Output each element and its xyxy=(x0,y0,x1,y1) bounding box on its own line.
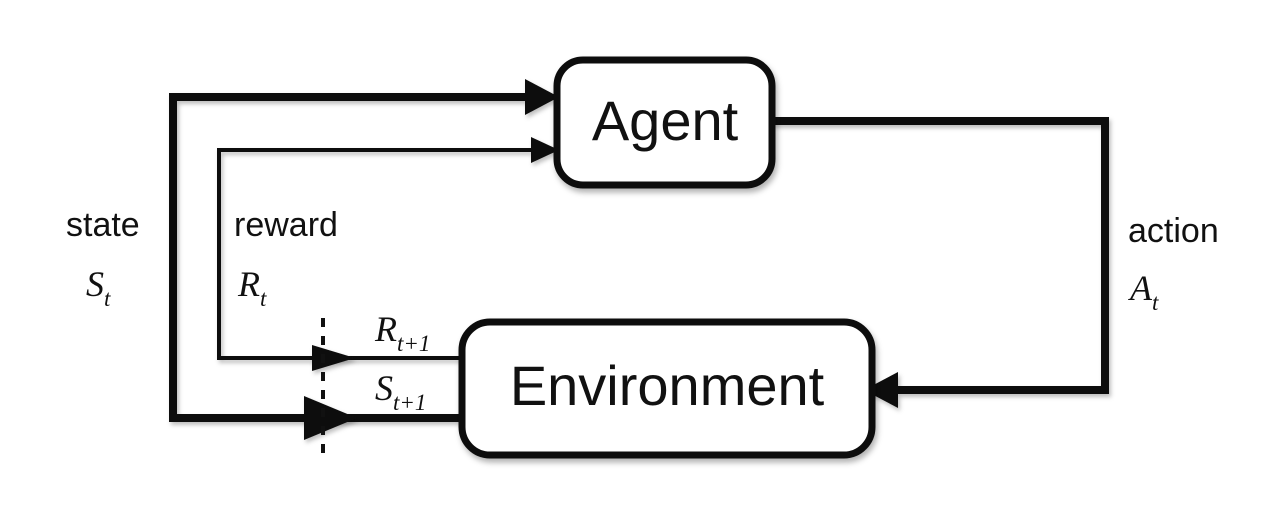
action-edge-symbol: At xyxy=(1128,268,1159,315)
environment-box[interactable] xyxy=(458,318,876,459)
reward-next-arrowhead-group xyxy=(312,345,355,371)
reward-edge-symbol: Rt xyxy=(237,264,267,311)
reward-edge-symbol-base: R xyxy=(237,264,260,304)
agent-box[interactable] xyxy=(553,56,776,189)
reward-edge-word: reward xyxy=(234,206,338,244)
reward-edge-label: reward Rt xyxy=(234,206,338,311)
agent-label: Agent xyxy=(592,89,739,152)
state-edge-symbol-sub: t xyxy=(104,286,111,311)
action-edge-line xyxy=(772,117,1109,394)
action-edge-symbol-base: A xyxy=(1128,268,1153,308)
state-edge-word: state xyxy=(66,206,140,244)
reward-next-symbol-sub: t+1 xyxy=(397,331,430,356)
state-next-symbol-sub: t+1 xyxy=(393,390,426,415)
state-next-arrowhead-group xyxy=(304,396,357,440)
state-edge-label: state St xyxy=(66,206,140,311)
state-next-arrowhead xyxy=(304,396,357,440)
reward-next-label: Rt+1 xyxy=(374,309,430,356)
action-edge-word: action xyxy=(1128,212,1219,250)
state-next-symbol: St+1 xyxy=(375,368,426,415)
reward-edge-arrowhead xyxy=(531,137,559,163)
action-edge-wire xyxy=(772,117,1109,408)
reward-edge-symbol-sub: t xyxy=(260,286,267,311)
state-edge-symbol: St xyxy=(86,264,111,311)
action-edge-symbol-sub: t xyxy=(1152,290,1159,315)
action-edge-arrowhead xyxy=(864,372,898,408)
state-next-symbol-base: S xyxy=(375,368,393,408)
action-edge-label: action At xyxy=(1128,212,1219,315)
reward-next-arrowhead xyxy=(312,345,355,371)
state-next-label: St+1 xyxy=(375,368,426,415)
reward-next-symbol: Rt+1 xyxy=(374,309,430,356)
reward-next-symbol-base: R xyxy=(374,309,397,349)
state-edge-arrowhead xyxy=(525,79,559,115)
environment-node[interactable]: Environment xyxy=(458,318,876,459)
state-edge-symbol-base: S xyxy=(86,264,104,304)
agent-node[interactable]: Agent xyxy=(553,56,776,189)
environment-label: Environment xyxy=(510,354,825,417)
